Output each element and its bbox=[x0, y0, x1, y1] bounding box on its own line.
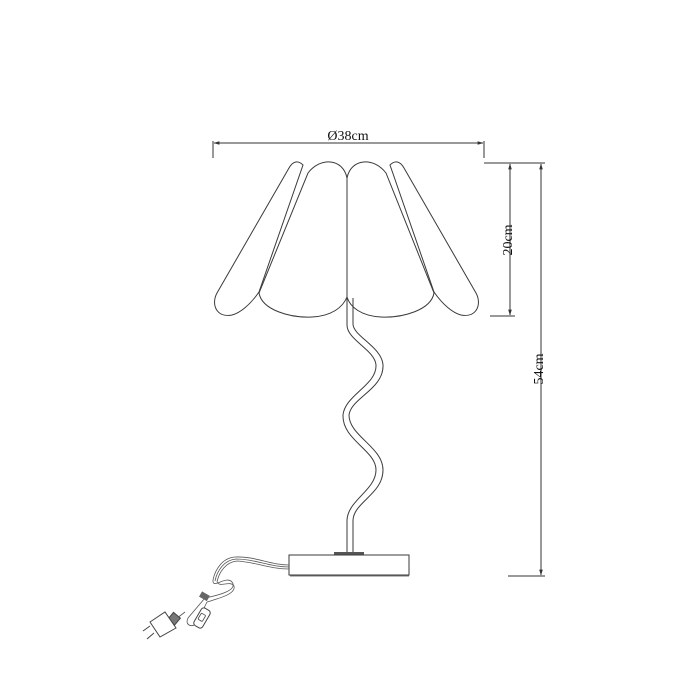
round-base bbox=[288, 552, 410, 577]
total-height-dimension bbox=[508, 163, 545, 577]
inline-switch-icon bbox=[193, 591, 211, 629]
plug-icon bbox=[142, 611, 182, 640]
shade-height-dimension bbox=[484, 162, 545, 317]
petal-shade bbox=[214, 161, 479, 318]
total-height-label: 54cm bbox=[532, 353, 547, 384]
shade-height-label: 20cm bbox=[501, 224, 516, 255]
power-cord bbox=[171, 556, 290, 626]
wavy-stem bbox=[342, 298, 384, 554]
shade-diameter-label: Ø38cm bbox=[327, 129, 368, 144]
width-dimension bbox=[212, 141, 485, 158]
